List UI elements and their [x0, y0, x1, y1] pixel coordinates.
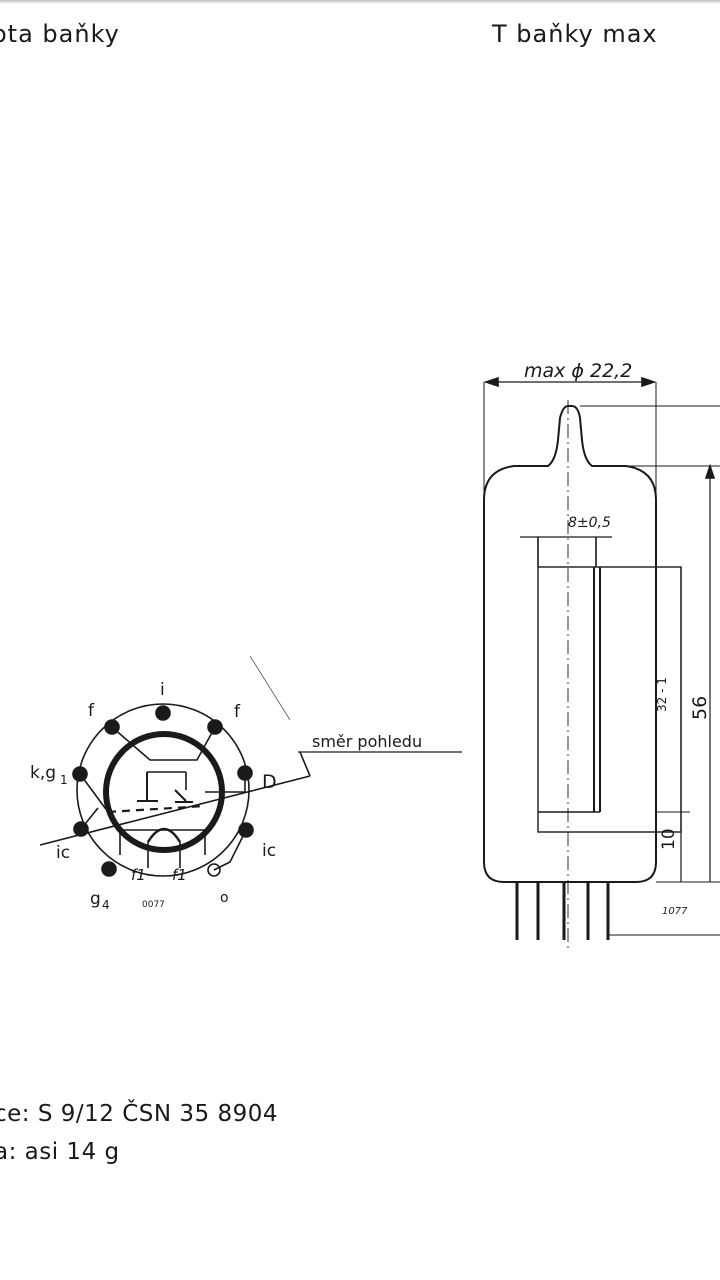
- pin-bottom-left: [101, 861, 117, 877]
- diameter-label: max ϕ 22,2: [524, 360, 632, 382]
- pin-label-bottom-left-sub: 4: [102, 898, 110, 912]
- pin-label-bottom-left: g: [90, 889, 101, 909]
- pin-label-top: i: [160, 680, 165, 700]
- window-width-label: 8±0,5: [568, 515, 611, 531]
- pin-label-top-right: f: [234, 702, 241, 722]
- pin-label-lower-right: ic: [262, 841, 276, 861]
- tube-pins: [515, 882, 610, 940]
- inner-label-2: f1: [172, 866, 187, 884]
- header-left-text: ota baňky: [0, 20, 120, 48]
- pin-length-label: 1077: [662, 906, 688, 917]
- view-direction-label: směr pohledu: [312, 732, 422, 751]
- pin-top: [155, 705, 171, 721]
- pin-label-left-sub: 1: [60, 773, 68, 787]
- pin-label-right: D: [262, 771, 277, 793]
- pin-circle: [76, 703, 250, 877]
- footer-line-2: a: asi 14 g: [0, 1139, 120, 1165]
- pin-label-left: k,g: [30, 763, 56, 783]
- inner-label-1: f1: [131, 866, 146, 884]
- height-label: 56: [689, 696, 711, 720]
- window-height-label: 32 - 1: [655, 677, 669, 712]
- top-edge-shadow: [0, 0, 720, 4]
- header-right-text: T baňky max: [492, 20, 658, 48]
- pin-label-bottom-right: o: [220, 890, 229, 906]
- pin-label-bottom-center: 0077: [142, 900, 165, 910]
- socket-diagram: [39, 655, 462, 877]
- base-height-label: 10: [659, 828, 679, 850]
- footer-line-1: ce: S 9/12 ČSN 35 8904: [0, 1101, 279, 1127]
- pin-label-lower-left: ic: [56, 843, 70, 863]
- tube-outline: [483, 376, 720, 950]
- pin-label-top-left: f: [88, 701, 95, 721]
